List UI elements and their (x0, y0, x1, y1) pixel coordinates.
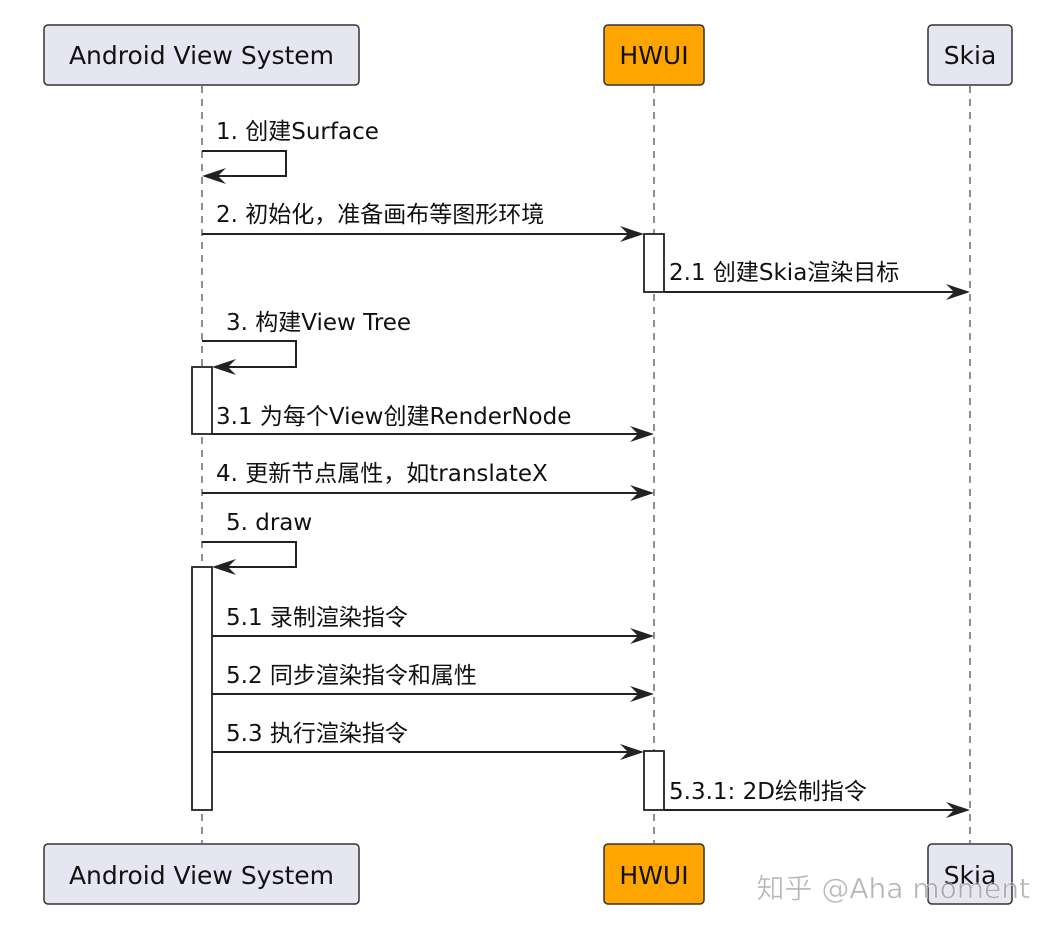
arrowhead (202, 168, 226, 184)
message-4-update-node-properties: 4. 更新节点属性，如translateX (202, 461, 654, 501)
message-label: 2.1 创建Skia渲染目标 (669, 260, 899, 286)
message-5-1-record-render-commands: 5.1 录制渲染指令 (212, 605, 654, 644)
participant-hwui-top: HWUI (603, 24, 705, 86)
message-2-1-create-skia-target: 2.1 创建Skia渲染目标 (664, 260, 970, 300)
message-5-3-1-2d-draw-commands: 5.3.1: 2D绘制指令 (664, 779, 970, 818)
arrowhead (946, 284, 970, 300)
participant-android-view-system-top: Android View System (43, 24, 360, 86)
participant-skia-bottom: Skia (927, 843, 1013, 905)
message-label: 5.2 同步渲染指令和属性 (226, 663, 477, 689)
message-label: 3.1 为每个View创建RenderNode (216, 404, 571, 430)
participant-label: HWUI (619, 41, 688, 70)
participant-label: Skia (944, 41, 997, 70)
activation-bar-hwui (643, 233, 665, 293)
participant-label: Android View System (69, 861, 334, 890)
participant-label: Skia (944, 861, 997, 890)
participant-label: HWUI (619, 861, 688, 890)
message-3-build-view-tree: 3. 构建View Tree (202, 310, 411, 375)
message-5-3-execute-render-commands: 5.3 执行渲染指令 (212, 721, 644, 760)
watermark: 知乎 @Aha moment (757, 872, 1031, 905)
participant-label: Android View System (69, 41, 334, 70)
arrowhead (620, 744, 644, 760)
message-label: 5.3.1: 2D绘制指令 (669, 779, 867, 805)
arrowhead (630, 628, 654, 644)
arrowhead (620, 226, 644, 242)
arrowhead (630, 686, 654, 702)
activation-bar-android-view-system (191, 366, 213, 435)
message-label: 3. 构建View Tree (226, 310, 411, 336)
message-2-init-canvas: 2. 初始化，准备画布等图形环境 (202, 202, 644, 242)
message-3-1-create-rendernode: 3.1 为每个View创建RenderNode (212, 404, 654, 442)
message-label: 4. 更新节点属性，如translateX (216, 461, 548, 487)
arrowhead (946, 802, 970, 818)
arrowhead (630, 485, 654, 501)
participant-android-view-system-bottom: Android View System (43, 843, 360, 905)
arrowhead (630, 426, 654, 442)
message-label: 5.1 录制渲染指令 (226, 605, 408, 631)
message-5-draw: 5. draw (202, 510, 312, 575)
message-1-create-surface: 1. 创建Surface (202, 119, 379, 184)
activation-bar-android-view-system (191, 566, 213, 811)
participant-hwui-bottom: HWUI (603, 843, 705, 905)
activation-bar-hwui (643, 750, 665, 811)
message-label: 5.3 执行渲染指令 (226, 721, 408, 747)
message-label: 2. 初始化，准备画布等图形环境 (216, 202, 544, 228)
arrowhead (212, 559, 236, 575)
message-label: 5. draw (226, 510, 312, 536)
arrowhead (212, 359, 236, 375)
message-5-2-sync-commands-properties: 5.2 同步渲染指令和属性 (212, 663, 654, 702)
participant-skia-top: Skia (927, 24, 1013, 86)
message-label: 1. 创建Surface (216, 119, 379, 145)
